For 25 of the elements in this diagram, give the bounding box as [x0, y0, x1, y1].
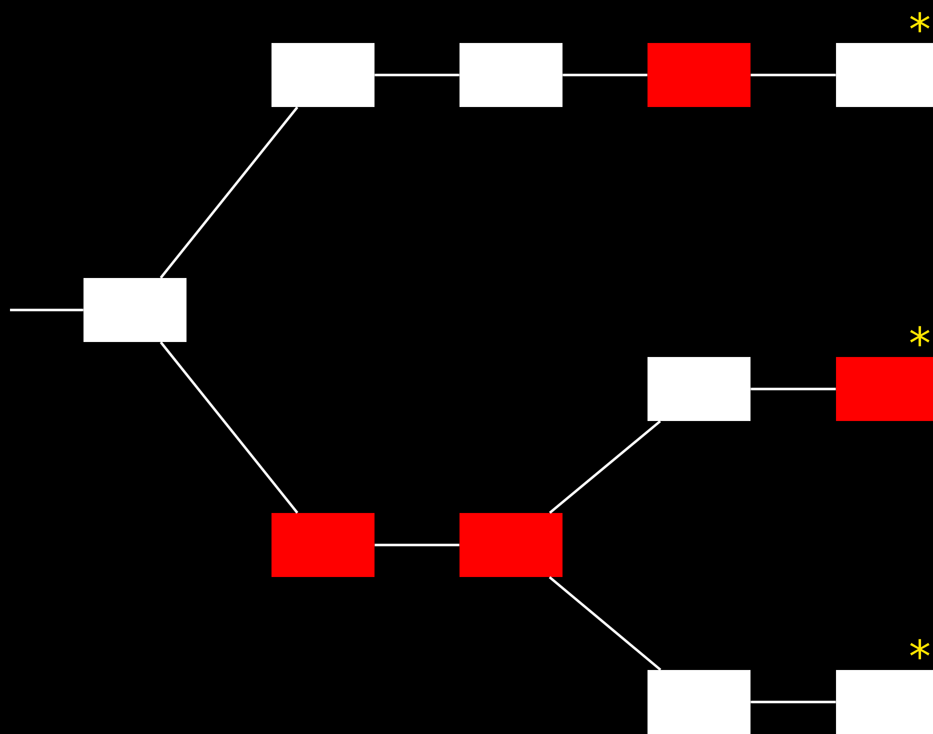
box	[836, 357, 933, 421]
box	[648, 43, 750, 107]
box	[272, 513, 374, 577]
connector-line	[750, 388, 836, 390]
connector-line	[549, 420, 662, 514]
box	[460, 513, 562, 577]
asterisk: *	[910, 639, 930, 660]
connector-line	[548, 576, 662, 671]
connector-line	[750, 700, 836, 704]
box	[648, 670, 750, 734]
connector-line	[374, 544, 460, 546]
connector-line	[160, 106, 298, 279]
asterisk: *	[910, 12, 930, 32]
connector-line	[10, 308, 84, 312]
connector-line	[160, 341, 298, 514]
connector-line	[562, 74, 648, 76]
asterisk: *	[910, 326, 930, 346]
box	[648, 357, 750, 421]
connector-line	[374, 74, 460, 76]
box	[836, 670, 933, 734]
box	[460, 43, 562, 107]
box	[84, 278, 186, 342]
box	[272, 43, 374, 107]
connector-line	[750, 74, 836, 76]
box	[836, 43, 933, 107]
